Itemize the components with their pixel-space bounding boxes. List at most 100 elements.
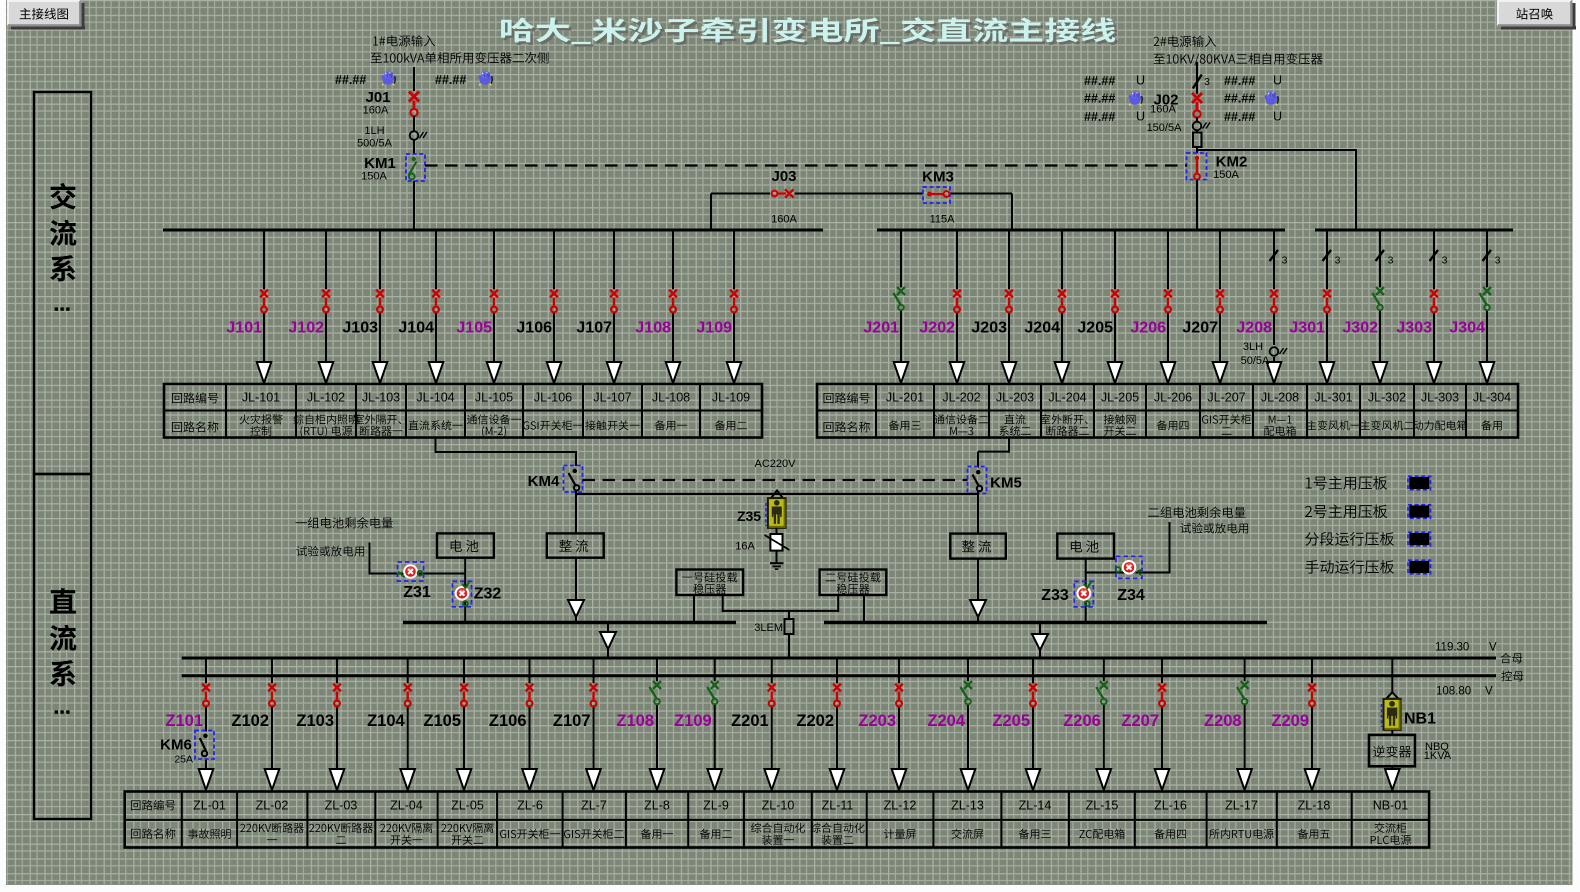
svg-text:Z35: Z35 bbox=[737, 508, 761, 524]
svg-text:##.##: ##.## bbox=[1084, 74, 1115, 88]
svg-text:Z108: Z108 bbox=[616, 712, 654, 730]
svg-text:Z208: Z208 bbox=[1204, 712, 1242, 730]
svg-text:##.##: ##.## bbox=[1224, 110, 1255, 124]
svg-text:##.##: ##.## bbox=[1084, 110, 1115, 124]
svg-text:Z205: Z205 bbox=[992, 712, 1030, 730]
svg-text:1KVA: 1KVA bbox=[1424, 750, 1452, 762]
svg-text:##.##: ##.## bbox=[1224, 92, 1255, 106]
svg-text:J204: J204 bbox=[1024, 320, 1060, 337]
svg-text:3: 3 bbox=[1495, 255, 1501, 267]
svg-text:16A: 16A bbox=[735, 541, 755, 553]
svg-text:JL-106: JL-106 bbox=[534, 391, 572, 405]
svg-text:3: 3 bbox=[1335, 255, 1341, 267]
svg-text:ZL-05: ZL-05 bbox=[451, 799, 484, 813]
svg-text:J202: J202 bbox=[919, 320, 955, 337]
svg-text:J304: J304 bbox=[1449, 320, 1485, 337]
svg-text:JL-208: JL-208 bbox=[1261, 391, 1299, 405]
svg-text:3: 3 bbox=[1282, 255, 1288, 267]
svg-text:JL-104: JL-104 bbox=[416, 391, 454, 405]
svg-text:Z102: Z102 bbox=[231, 712, 269, 730]
svg-text:##.##: ##.## bbox=[1084, 92, 1115, 106]
svg-text:V: V bbox=[1485, 686, 1493, 698]
svg-text:JL-101: JL-101 bbox=[242, 391, 280, 405]
svg-text:JL-204: JL-204 bbox=[1048, 391, 1086, 405]
svg-text:150/5A: 150/5A bbox=[1147, 122, 1183, 134]
svg-text:108.80: 108.80 bbox=[1436, 686, 1471, 698]
svg-text:Z203: Z203 bbox=[858, 712, 896, 730]
svg-text:Z107: Z107 bbox=[553, 712, 591, 730]
svg-text:Z206: Z206 bbox=[1063, 712, 1101, 730]
svg-text:JL-107: JL-107 bbox=[593, 391, 631, 405]
svg-text:JL-103: JL-103 bbox=[362, 391, 400, 405]
svg-text:U: U bbox=[1136, 74, 1145, 88]
svg-text:Z34: Z34 bbox=[1117, 587, 1145, 604]
svg-text:JL-108: JL-108 bbox=[652, 391, 690, 405]
svg-text:1LH: 1LH bbox=[364, 125, 384, 137]
svg-text:3LEM: 3LEM bbox=[754, 622, 783, 634]
svg-text:NB1: NB1 bbox=[1404, 711, 1436, 728]
svg-text:ZL-18: ZL-18 bbox=[1298, 799, 1331, 813]
svg-text:ZL-14: ZL-14 bbox=[1019, 799, 1052, 813]
svg-text:J102: J102 bbox=[288, 320, 324, 337]
svg-text:KM2: KM2 bbox=[1216, 154, 1248, 171]
svg-text:JL-205: JL-205 bbox=[1101, 391, 1139, 405]
svg-text:J105: J105 bbox=[456, 320, 492, 337]
svg-text:J208: J208 bbox=[1236, 320, 1272, 337]
svg-text:150A: 150A bbox=[1213, 169, 1239, 181]
svg-text:KM6: KM6 bbox=[160, 737, 192, 754]
svg-text:JL-105: JL-105 bbox=[475, 391, 513, 405]
svg-text:J206: J206 bbox=[1130, 320, 1166, 337]
svg-text:J02: J02 bbox=[1153, 92, 1178, 109]
svg-text:JL-109: JL-109 bbox=[712, 391, 750, 405]
svg-text:3: 3 bbox=[1204, 77, 1210, 88]
svg-text:U: U bbox=[1136, 110, 1145, 124]
svg-text:J107: J107 bbox=[576, 320, 612, 337]
svg-text:ZL-7: ZL-7 bbox=[581, 799, 607, 813]
svg-text:160A: 160A bbox=[1150, 104, 1176, 116]
svg-text:J104: J104 bbox=[398, 320, 434, 337]
svg-text:J203: J203 bbox=[971, 320, 1007, 337]
svg-text:JL-301: JL-301 bbox=[1314, 391, 1352, 405]
svg-text:150A: 150A bbox=[361, 171, 387, 183]
svg-text:##.##: ##.## bbox=[1224, 74, 1255, 88]
svg-text:J106: J106 bbox=[516, 320, 552, 337]
svg-text:ZL-01: ZL-01 bbox=[193, 799, 226, 813]
svg-text:Z104: Z104 bbox=[367, 712, 405, 730]
svg-text:ZL-6: ZL-6 bbox=[517, 799, 543, 813]
svg-text:JL-302: JL-302 bbox=[1368, 391, 1406, 405]
svg-text:KM1: KM1 bbox=[364, 155, 396, 172]
svg-text:Z106: Z106 bbox=[489, 712, 527, 730]
svg-text:Z31: Z31 bbox=[403, 584, 431, 601]
svg-text:Z101: Z101 bbox=[165, 712, 203, 730]
svg-text:V: V bbox=[1489, 642, 1497, 654]
svg-text:ZL-04: ZL-04 bbox=[390, 799, 423, 813]
svg-text:ZL-11: ZL-11 bbox=[822, 799, 854, 813]
svg-text:J205: J205 bbox=[1077, 320, 1113, 337]
svg-text:JL-201: JL-201 bbox=[886, 391, 924, 405]
svg-text:Z105: Z105 bbox=[423, 712, 461, 730]
svg-text:J01: J01 bbox=[365, 89, 390, 106]
svg-text:NB-01: NB-01 bbox=[1373, 799, 1408, 813]
svg-text:Z207: Z207 bbox=[1121, 712, 1159, 730]
svg-text:115A: 115A bbox=[930, 214, 956, 226]
svg-text:ZL-12: ZL-12 bbox=[884, 799, 917, 813]
svg-text:JL-206: JL-206 bbox=[1154, 391, 1192, 405]
svg-text:ZL-03: ZL-03 bbox=[325, 799, 358, 813]
svg-text:JL-304: JL-304 bbox=[1473, 391, 1511, 405]
svg-text:3: 3 bbox=[1442, 255, 1448, 267]
svg-text:J108: J108 bbox=[635, 320, 671, 337]
svg-text:J101: J101 bbox=[226, 320, 262, 337]
svg-text:Z32: Z32 bbox=[474, 586, 502, 603]
svg-text:3LH: 3LH bbox=[1243, 341, 1263, 353]
svg-text:U: U bbox=[1273, 74, 1282, 88]
svg-text:119.30: 119.30 bbox=[1435, 642, 1469, 654]
svg-text:KM4: KM4 bbox=[528, 473, 560, 490]
svg-text:JL-207: JL-207 bbox=[1207, 391, 1245, 405]
svg-text:J301: J301 bbox=[1289, 320, 1325, 337]
svg-text:##.##: ##.## bbox=[435, 73, 466, 87]
svg-text:160A: 160A bbox=[771, 214, 797, 226]
svg-text:JL-102: JL-102 bbox=[307, 391, 345, 405]
svg-text:Z109: Z109 bbox=[674, 712, 712, 730]
svg-text:3: 3 bbox=[1388, 255, 1394, 267]
svg-text:J109: J109 bbox=[696, 320, 732, 337]
